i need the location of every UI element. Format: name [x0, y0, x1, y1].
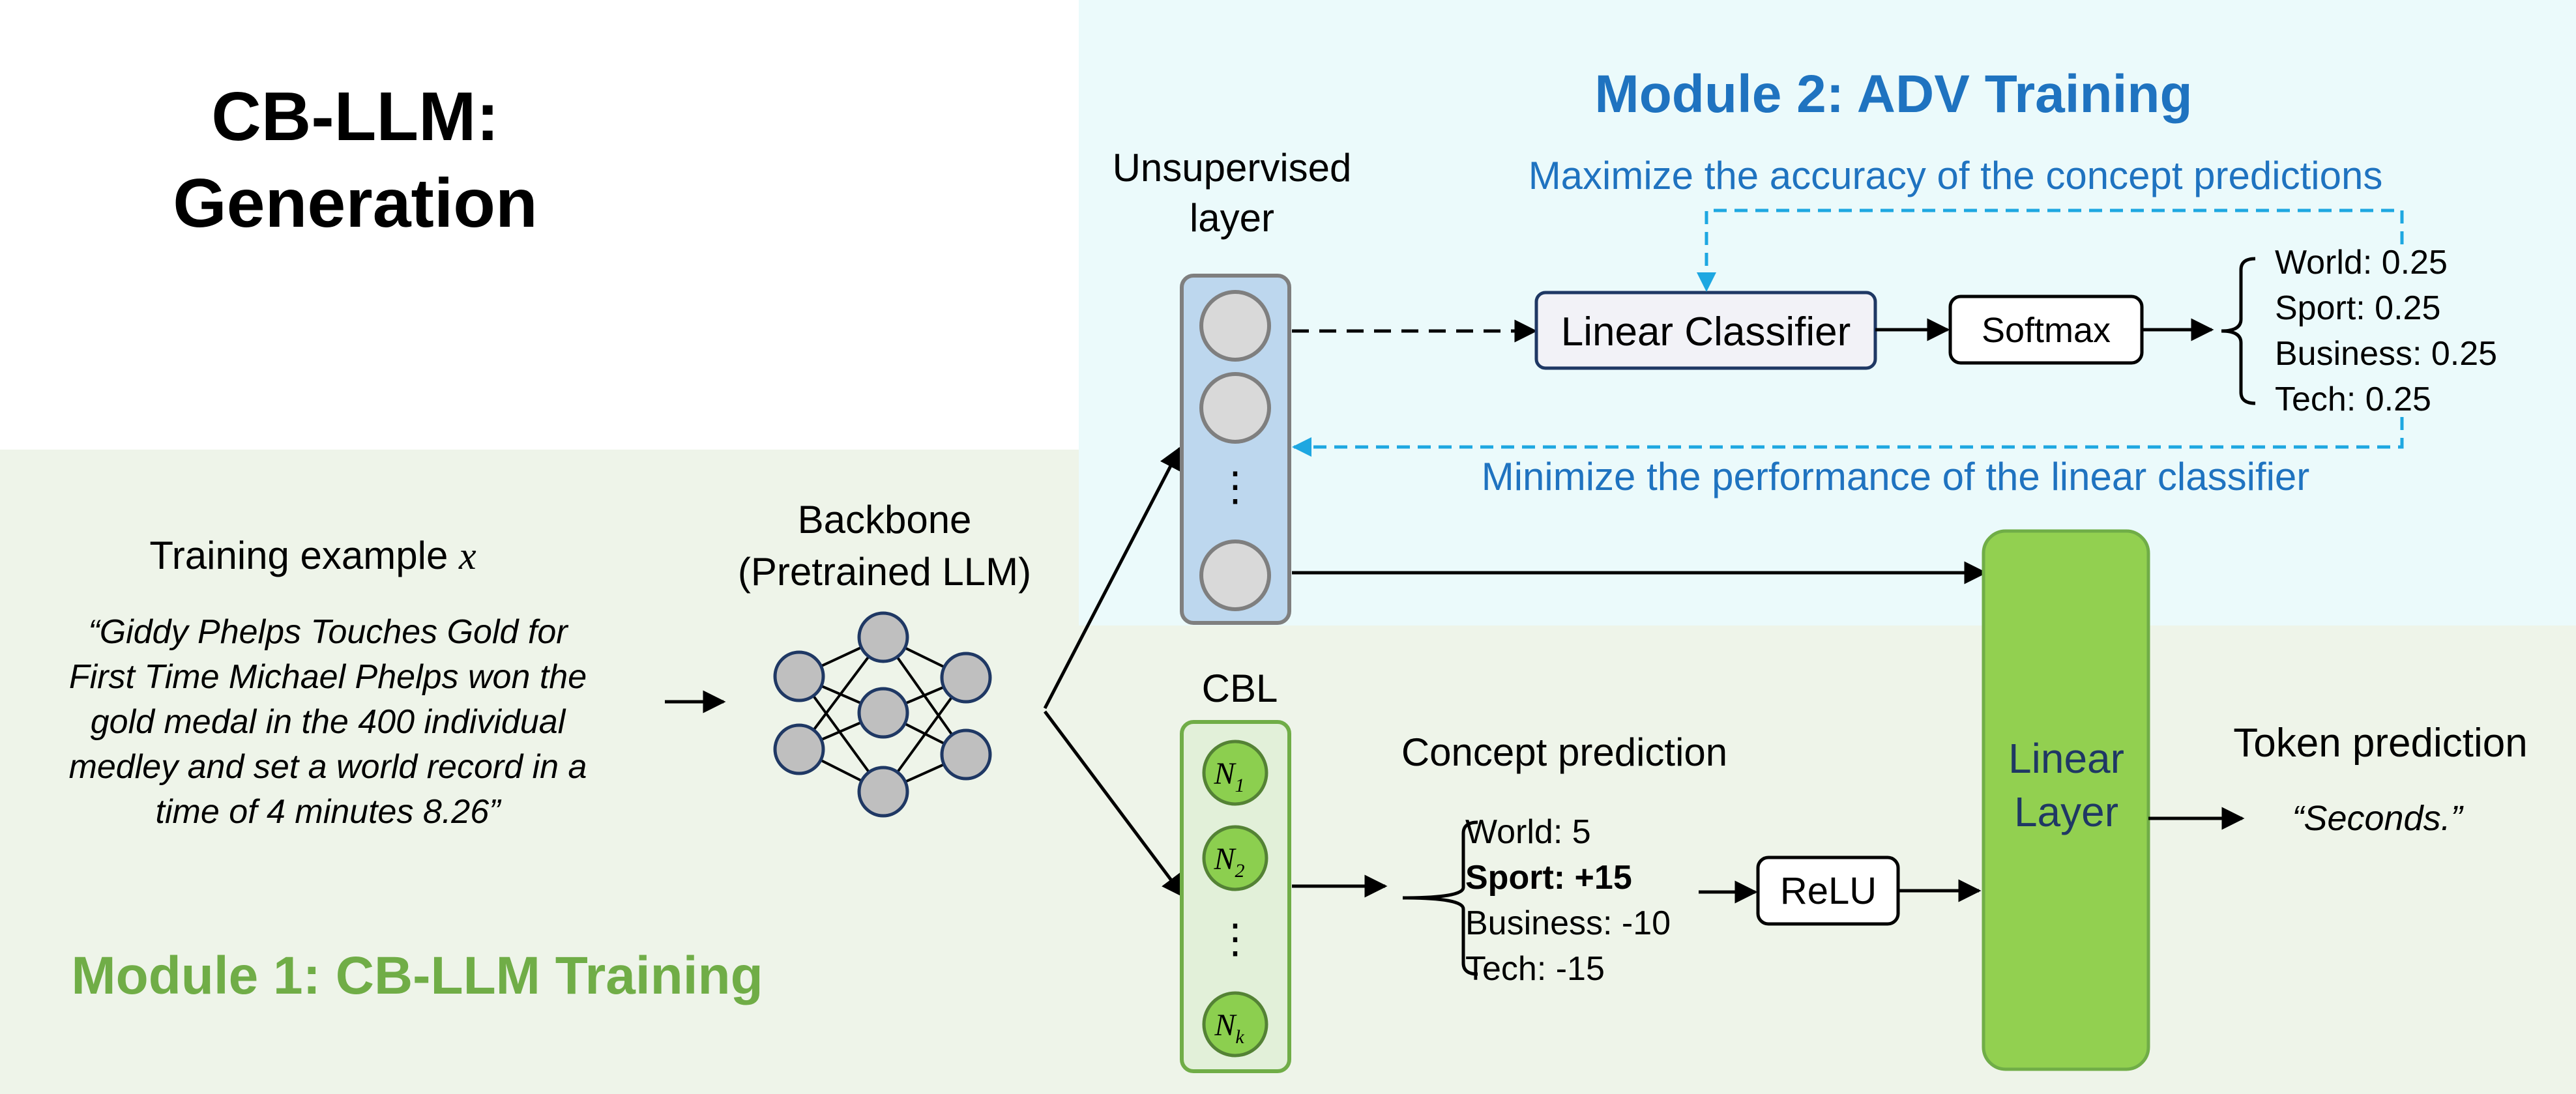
relu-label: ReLU	[1780, 870, 1877, 912]
probability-item: Business: 0.25	[2275, 335, 2497, 373]
cbl-label: CBL	[1202, 667, 1278, 710]
cbl-neuron	[1202, 740, 1268, 806]
concept-prediction-label: Concept prediction	[1401, 730, 1727, 774]
training-quote-line: “Giddy Phelps Touches Gold for	[88, 613, 569, 651]
token-prediction-value: “Seconds.”	[2292, 799, 2463, 838]
training-example-variable: x	[458, 534, 476, 577]
training-quote-line: First Time Michael Phelps won the	[69, 658, 587, 696]
concept-bracket	[1402, 820, 1478, 976]
linear-layer-label-line1: Linear	[2008, 735, 2124, 782]
concept-item: World: 5	[1465, 813, 1591, 851]
maximize-text: Maximize the accuracy of the concept pre…	[1529, 154, 2383, 197]
probability-item: Tech: 0.25	[2275, 381, 2431, 418]
unsupervised-node	[1199, 372, 1271, 444]
unsupervised-ellipsis: ⋮	[1215, 465, 1255, 510]
maximize-feedback-arrow	[1697, 209, 2404, 292]
arrow-to-cbl	[1043, 710, 1185, 898]
cbl-ellipsis: ⋮	[1215, 917, 1255, 962]
minimize-text: Minimize the performance of the linear c…	[1482, 455, 2310, 498]
minimize-feedback-arrow	[1292, 417, 2404, 457]
neural-network-nodes	[773, 611, 992, 818]
backbone-label-line1: Backbone	[798, 498, 972, 541]
training-quote-line: time of 4 minutes 8.26”	[156, 793, 503, 831]
cbl-neuron-label: Nk	[1214, 1008, 1244, 1048]
probability-item: World: 0.25	[2275, 244, 2448, 281]
unsupervised-layer-box	[1180, 274, 1291, 625]
backbone-label-line2: (Pretrained LLM)	[738, 550, 1031, 594]
arrow-to-unsupervised-layer	[1043, 446, 1182, 710]
cbl-neuron-label: N2	[1213, 842, 1244, 882]
linear-layer-label-line2: Layer	[2014, 788, 2118, 835]
unsupervised-node	[1199, 290, 1271, 362]
module2-label: Module 2: ADV Training	[1594, 65, 2192, 124]
training-example-label: Training example x	[149, 534, 476, 577]
unsupervised-layer-label-line2: layer	[1190, 196, 1274, 240]
module1-label: Module 1: CB-LLM Training	[71, 946, 763, 1005]
cbl-box	[1180, 720, 1291, 1073]
linear-classifier-label: Linear Classifier	[1561, 309, 1851, 354]
concept-item-highlighted: Sport: +15	[1465, 859, 1632, 897]
probability-bracket	[2221, 257, 2256, 405]
concept-item: Business: -10	[1465, 904, 1671, 942]
unsupervised-node	[1199, 540, 1271, 611]
cbl-neuron	[1202, 991, 1268, 1058]
training-example-text: Training example	[149, 534, 459, 577]
softmax-label: Softmax	[1982, 311, 2111, 350]
concept-item: Tech: -15	[1465, 950, 1605, 988]
linear-layer-box	[1982, 529, 2150, 1071]
cbl-neuron	[1202, 825, 1268, 891]
probability-item: Sport: 0.25	[2275, 289, 2440, 327]
diagram-title-line2: Generation	[173, 165, 538, 242]
diagram-title-line1: CB-LLM:	[211, 78, 499, 155]
unsupervised-layer-label-line1: Unsupervised	[1113, 146, 1352, 190]
token-prediction-label: Token prediction	[2233, 721, 2528, 766]
training-quote-line: gold medal in the 400 individual	[91, 703, 566, 741]
training-quote-line: medley and set a world record in a	[69, 748, 587, 786]
cbl-neuron-label: N1	[1213, 756, 1244, 796]
